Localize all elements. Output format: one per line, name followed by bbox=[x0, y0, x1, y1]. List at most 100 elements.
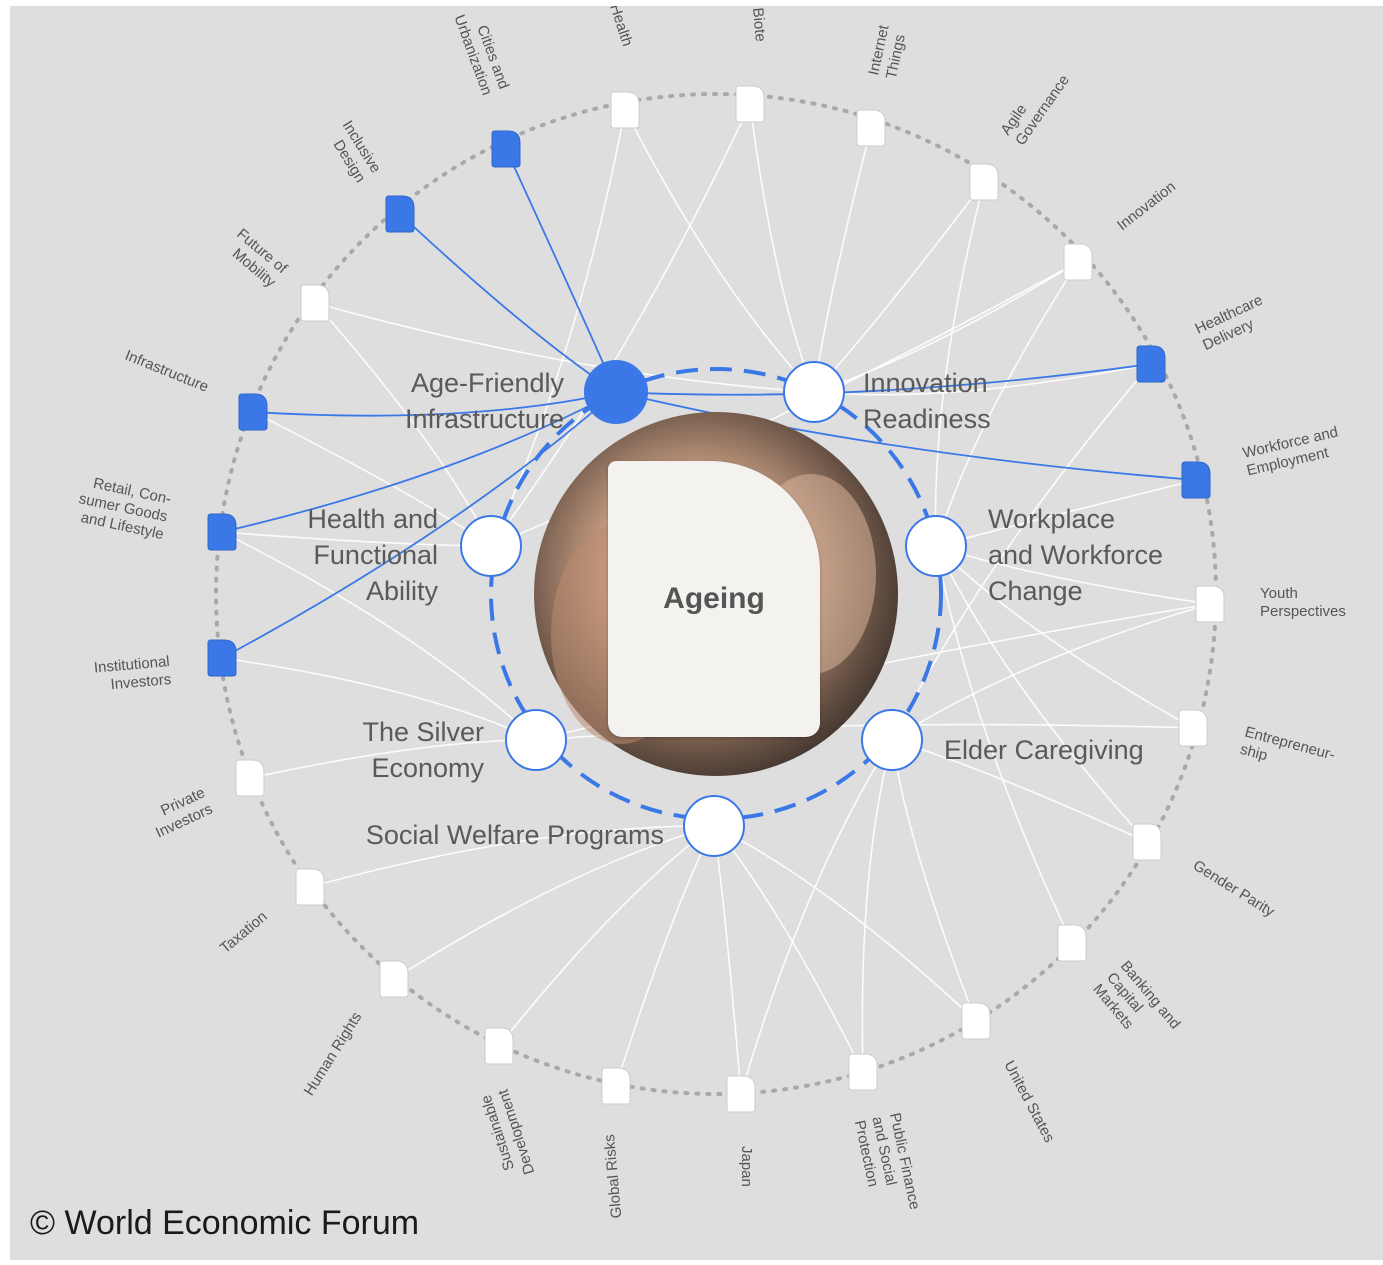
outer-topic-label: Taxation bbox=[217, 908, 271, 957]
outer-topic-card-icon bbox=[1136, 345, 1166, 383]
outer-topic-global-risks[interactable]: Global Risks bbox=[601, 1067, 631, 1219]
outer-topic-infrastructure[interactable]: Infrastructure bbox=[123, 347, 268, 431]
outer-topic-human-rights[interactable]: Human Rights bbox=[301, 960, 409, 1099]
center-topic-card[interactable]: Ageing bbox=[608, 461, 820, 737]
outer-topic-retail-consumer-goods-and-lifestyle[interactable]: Retail, Con-sumer Goodsand Lifestyle bbox=[74, 473, 237, 551]
outer-topic-sustainable-development[interactable]: SustainableDevelopment bbox=[477, 1027, 538, 1182]
outer-topic-label: Workforce andEmployment bbox=[1241, 423, 1344, 479]
outer-topic-label: InstitutionalInvestors bbox=[93, 653, 172, 694]
outer-topic-card-icon bbox=[207, 513, 237, 551]
link-elder-caregiving-youth-perspectives bbox=[891, 603, 1211, 741]
outer-topic-banking-and-capital-markets[interactable]: Banking andCapitalMarkets bbox=[1057, 924, 1184, 1056]
outer-topic-united-states[interactable]: United States bbox=[961, 1002, 1058, 1146]
link-age-friendly-infrastructure-institutional-investors bbox=[221, 391, 617, 659]
outer-topic-card-icon bbox=[1132, 823, 1162, 861]
outer-topic-card-icon bbox=[207, 639, 237, 677]
inner-topic-label-line: Economy bbox=[371, 753, 484, 783]
outer-topic-card-icon bbox=[484, 1027, 514, 1065]
link-innovation-readiness-biotechnology bbox=[749, 103, 815, 393]
link-workplace-and-workforce-change-entrepreneurship bbox=[935, 545, 1194, 729]
link-workplace-and-workforce-change-gender-parity bbox=[935, 545, 1148, 843]
outer-topic-health[interactable]: Health bbox=[606, 6, 640, 129]
inner-topic-label-line: Innovation bbox=[863, 368, 988, 398]
inner-topic-elder-caregiving[interactable]: Elder Caregiving bbox=[861, 709, 1144, 771]
outer-topic-taxation[interactable]: Taxation bbox=[217, 868, 325, 957]
outer-topic-gender-parity[interactable]: Gender Parity bbox=[1132, 823, 1278, 921]
outer-topic-inclusive-design[interactable]: InclusiveDesign bbox=[323, 118, 415, 233]
inner-topic-social-welfare-programs[interactable]: Social Welfare Programs bbox=[366, 795, 745, 857]
outer-topic-label-line: Global Risks bbox=[601, 1134, 625, 1219]
link-age-friendly-infrastructure-healthcare-delivery bbox=[615, 363, 1152, 396]
inner-topic-node bbox=[460, 515, 522, 577]
outer-topic-label-line: Innovation bbox=[1114, 178, 1179, 234]
inner-topic-label-line: Workplace bbox=[988, 504, 1115, 534]
outer-topic-label: Banking andCapitalMarkets bbox=[1089, 958, 1183, 1056]
outer-topic-healthcare-delivery[interactable]: HealthcareDelivery bbox=[1136, 292, 1274, 383]
link-age-friendly-infrastructure-workforce-and-employment bbox=[615, 391, 1197, 481]
outer-topic-label-line: United States bbox=[1000, 1058, 1057, 1146]
link-health-and-functional-ability-health bbox=[490, 109, 626, 547]
outer-topic-label-line: Biote bbox=[749, 7, 769, 43]
outer-topic-card-icon bbox=[235, 759, 265, 797]
outer-topic-card-icon bbox=[735, 85, 765, 123]
outer-topic-public-finance-and-social-protection[interactable]: Public Financeand SocialProtection bbox=[848, 1053, 923, 1219]
outer-topic-label: Human Rights bbox=[301, 1009, 366, 1099]
outer-topic-label-line: Gender Parity bbox=[1190, 857, 1278, 921]
inner-topic-label-line: Infrastructure bbox=[405, 404, 564, 434]
outer-topic-label: Retail, Con-sumer Goodsand Lifestyle bbox=[74, 473, 173, 544]
inner-topic-label-line: Functional bbox=[313, 540, 438, 570]
link-elder-caregiving-public-finance-and-social-protection bbox=[861, 739, 893, 1073]
outer-topic-innovation[interactable]: Innovation bbox=[1063, 178, 1179, 281]
link-elder-caregiving-japan bbox=[740, 739, 893, 1095]
link-social-welfare-programs-sustainable-development bbox=[498, 825, 715, 1047]
outer-topic-future-of-mobility[interactable]: Future ofMobility bbox=[222, 225, 330, 322]
inner-topic-node bbox=[905, 515, 967, 577]
inner-topic-label-line: Social Welfare Programs bbox=[366, 820, 664, 850]
outer-topic-card-icon bbox=[379, 960, 409, 998]
outer-topic-institutional-investors[interactable]: InstitutionalInvestors bbox=[93, 639, 237, 695]
outer-topic-label: Public Financeand SocialProtection bbox=[851, 1111, 923, 1218]
link-age-friendly-infrastructure-cities-and-urbanization bbox=[505, 148, 617, 393]
outer-topic-label-line: Infrastructure bbox=[123, 347, 211, 396]
outer-topic-label: InternetThings bbox=[865, 23, 910, 81]
outer-topic-label-line: Human Rights bbox=[301, 1009, 366, 1099]
outer-topic-cities-and-urbanization[interactable]: Cities andUrbanization bbox=[451, 6, 521, 168]
copyright-notice: © World Economic Forum bbox=[30, 1204, 420, 1242]
link-health-and-functional-ability-biotechnology bbox=[490, 103, 751, 547]
outer-topic-agile-governance[interactable]: AgileGovernance bbox=[969, 62, 1073, 201]
outer-topic-label: Gender Parity bbox=[1190, 857, 1278, 921]
link-age-friendly-infrastructure-retail-consumer-goods-and-lifestyle bbox=[221, 391, 617, 533]
outer-topic-label-line: Institutional bbox=[93, 653, 170, 677]
inner-topic-label: Social Welfare Programs bbox=[366, 820, 664, 850]
outer-topic-card-icon bbox=[491, 130, 521, 168]
inner-topic-node bbox=[783, 361, 845, 423]
inner-topic-label-line: and Workforce bbox=[988, 540, 1163, 570]
inner-topic-label-line: Change bbox=[988, 576, 1083, 606]
inner-topic-label-line: Elder Caregiving bbox=[944, 735, 1144, 765]
outer-topic-label: United States bbox=[1000, 1058, 1057, 1146]
outer-topic-label-line: Health bbox=[606, 6, 636, 48]
outer-topic-japan[interactable]: Japan bbox=[726, 1075, 756, 1187]
outer-topic-entrepreneurship[interactable]: Entrepreneur-ship bbox=[1178, 709, 1337, 781]
link-innovation-readiness-health bbox=[624, 109, 815, 393]
inner-topic-label: Elder Caregiving bbox=[944, 735, 1144, 765]
outer-topic-biotechnology[interactable]: Biote bbox=[735, 7, 769, 123]
outer-topic-label: Infrastructure bbox=[123, 347, 211, 396]
outer-topic-label: Global Risks bbox=[601, 1134, 625, 1219]
outer-topic-label: HealthcareDelivery bbox=[1193, 292, 1274, 354]
outer-topic-label: Cities andUrbanization bbox=[451, 6, 513, 97]
outer-topic-card-icon bbox=[726, 1075, 756, 1113]
outer-topic-private-investors[interactable]: PrivateInvestors bbox=[145, 759, 265, 842]
outer-topic-workforce-and-employment[interactable]: Workforce andEmployment bbox=[1181, 423, 1344, 499]
outer-topic-internet-of-things[interactable]: InternetThings bbox=[856, 23, 910, 147]
